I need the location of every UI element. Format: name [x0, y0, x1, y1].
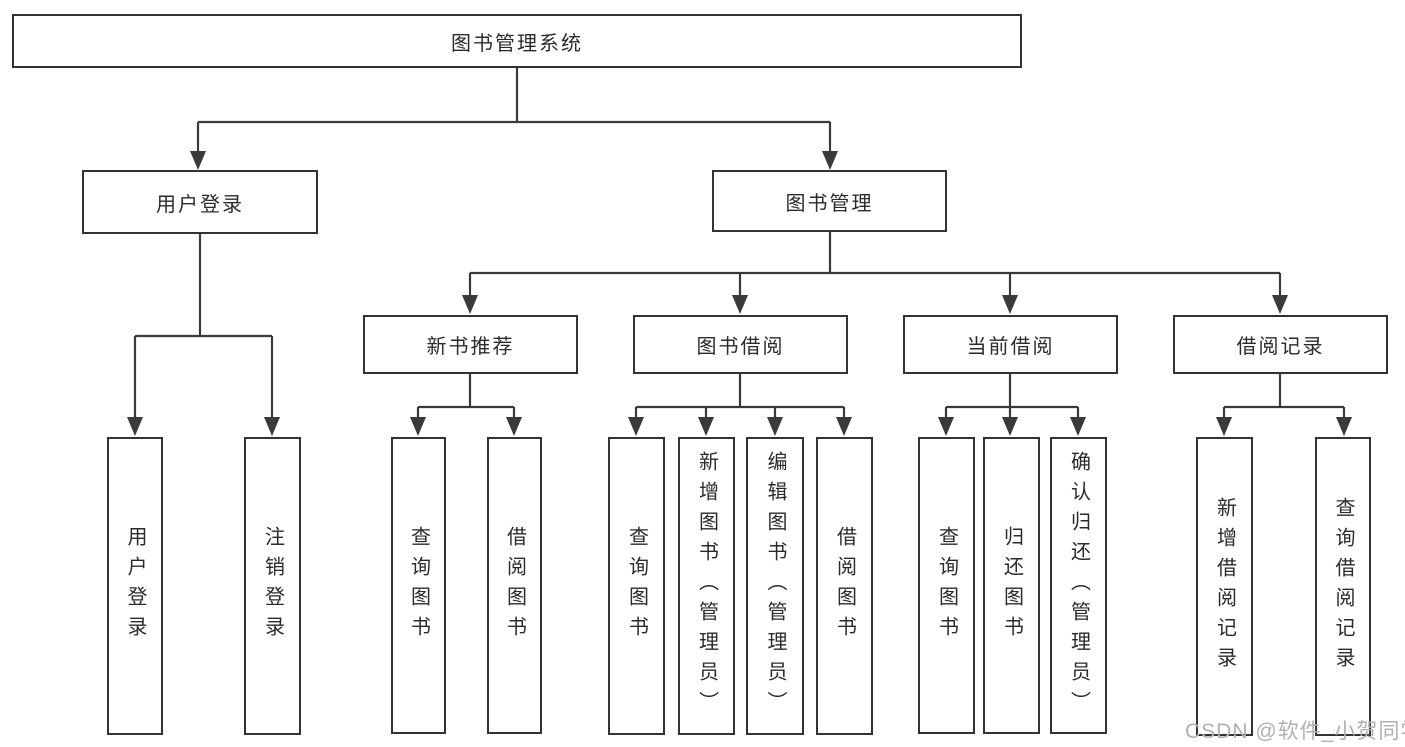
node-label: 确认归还（管理员）	[1067, 450, 1090, 721]
node-label: 查询图书	[935, 525, 958, 646]
node-label: 图书借阅	[696, 336, 785, 358]
node-query-books-borrowing: 查询图书	[608, 437, 665, 735]
node-borrow-books-borrowing: 借阅图书	[816, 437, 873, 735]
node-book-management: 图书管理	[712, 170, 947, 232]
node-label: 借阅图书	[503, 525, 526, 646]
node-add-books-admin: 新增图书（管理员）	[678, 437, 735, 735]
node-borrowing-records: 借阅记录	[1173, 315, 1388, 374]
node-label: 查询图书	[407, 525, 430, 646]
node-label: 归还图书	[1000, 525, 1023, 646]
node-query-borrow-record: 查询借阅记录	[1315, 437, 1371, 736]
node-label: 查询图书	[625, 526, 648, 646]
node-return-books: 归还图书	[983, 437, 1040, 734]
node-query-books-current: 查询图书	[918, 437, 975, 734]
node-label: 借阅图书	[833, 526, 856, 646]
node-label: 注销登录	[261, 526, 284, 646]
node-label: 编辑图书（管理员）	[764, 451, 786, 721]
node-edit-books-admin: 编辑图书（管理员）	[746, 437, 804, 735]
node-borrow-books-recommend: 借阅图书	[487, 437, 542, 734]
watermark: CSDN @软件_小贺同学	[1185, 720, 1405, 743]
node-logout: 注销登录	[244, 437, 301, 735]
node-label: 新增图书（管理员）	[695, 451, 718, 721]
node-label: 借阅记录	[1236, 336, 1325, 358]
node-user-login-leaf: 用户登录	[107, 437, 163, 735]
node-current-borrowing: 当前借阅	[903, 315, 1118, 374]
node-label: 图书管理	[785, 192, 874, 215]
node-query-books-recommend: 查询图书	[391, 437, 446, 734]
node-label: 图书管理系统	[451, 32, 583, 55]
node-library-management-system: 图书管理系统	[12, 14, 1022, 68]
node-add-borrow-record: 新增借阅记录	[1196, 437, 1253, 736]
node-book-borrowing: 图书借阅	[633, 315, 848, 374]
node-label: 查询借阅记录	[1332, 496, 1354, 677]
node-label: 用户登录	[124, 526, 146, 646]
node-confirm-return-admin: 确认归还（管理员）	[1050, 437, 1107, 734]
node-user-login: 用户登录	[82, 170, 318, 234]
node-label: 当前借阅	[966, 336, 1055, 358]
node-label: 新书推荐	[426, 336, 515, 358]
node-label: 用户登录	[156, 193, 244, 216]
node-new-book-recommendation: 新书推荐	[363, 315, 578, 374]
node-label: 新增借阅记录	[1213, 496, 1236, 677]
